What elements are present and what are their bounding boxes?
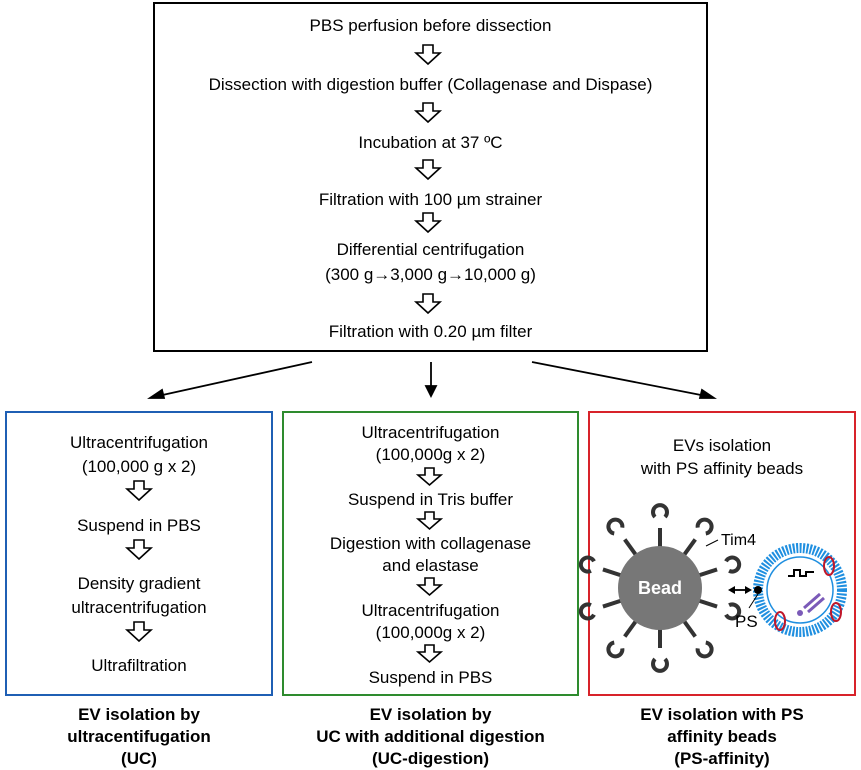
cargo-rna-icon <box>788 569 814 577</box>
down-arrow-icon <box>415 467 444 487</box>
branch-arrow-right <box>531 361 707 397</box>
arrowhead-right-icon <box>698 388 717 399</box>
arrowhead-center-icon <box>424 385 438 399</box>
caption-uc-line3: (UC) <box>121 749 157 768</box>
top-flow-box: PBS perfusion before dissection Dissecti… <box>153 2 708 352</box>
step-dissection: Dissection with digestion buffer (Collag… <box>208 75 653 94</box>
ucd-step-speed-2: (100,000g x 2) <box>375 623 486 642</box>
down-arrow-icon <box>413 102 443 124</box>
step-centrifugation-speeds: (300 g→3,000 g→10,000 g) <box>325 265 536 284</box>
arrowhead-icon <box>728 586 735 594</box>
down-arrow-icon <box>124 539 154 561</box>
down-arrow-icon <box>124 480 154 502</box>
caption-ucd-line3: (UC-digestion) <box>371 749 490 768</box>
ucd-step-ultracentrifugation-2: Ultracentrifugation <box>361 601 500 620</box>
tim4-receptor-icon <box>724 555 742 574</box>
uc-step-suspend-pbs: Suspend in PBS <box>77 516 201 535</box>
cargo-protein-icon <box>803 592 825 614</box>
step-differential-centrifugation: Differential centrifugation <box>336 240 525 259</box>
bead-label: Bead <box>638 578 682 598</box>
ps-affinity-box: EVs isolation with PS affinity beads <box>588 411 856 696</box>
tim4-stalk <box>681 538 697 557</box>
ps-title-line2: with PS affinity beads <box>640 459 804 478</box>
tim4-receptor-icon <box>695 517 714 536</box>
tim4-receptor-icon <box>651 503 669 519</box>
vesicle-icon <box>753 543 847 637</box>
ucd-step-elastase: and elastase <box>382 556 479 575</box>
tim4-stalk <box>623 538 639 557</box>
ucd-step-speed: (100,000g x 2) <box>375 445 486 464</box>
ucd-step-ultracentrifugation: Ultracentrifugation <box>361 423 500 442</box>
down-arrow-icon <box>415 644 444 664</box>
down-arrow-icon <box>415 511 444 531</box>
caption-ucd-line1: EV isolation by <box>369 705 492 724</box>
down-arrow-icon <box>415 577 444 597</box>
membrane-protein-icon <box>774 611 786 631</box>
bead-icon <box>618 546 702 630</box>
caption-ps-line3: (PS-affinity) <box>674 749 770 768</box>
uc-step-density-ultracentrifugation: ultracentrifugation <box>71 598 207 617</box>
down-arrow-icon <box>413 212 443 234</box>
uc-step-density-gradient: Density gradient <box>77 574 201 593</box>
tim4-spokes <box>578 503 742 673</box>
uc-step-ultracentrifugation: Ultracentrifugation <box>70 433 208 452</box>
uc-digestion-box: Ultracentrifugation (100,000g x 2) Suspe… <box>282 411 579 696</box>
tim4-receptor-icon <box>606 517 625 536</box>
step-pbs-perfusion: PBS perfusion before dissection <box>309 16 552 35</box>
membrane-protein-icon <box>830 602 842 622</box>
step-incubation: Incubation at 37 ºC <box>358 133 503 152</box>
caption-ps-line2: affinity beads <box>667 727 777 746</box>
down-arrow-icon <box>413 44 443 66</box>
caption-uc-line2: ultracentifugation <box>67 727 211 746</box>
down-arrow-icon <box>413 293 443 315</box>
tim4-stalk <box>623 619 639 638</box>
caption-uc-line1: EV isolation by <box>78 705 200 724</box>
tim4-stalk <box>697 598 718 609</box>
tim4-receptor-icon <box>724 602 742 621</box>
ps-pointer <box>748 593 759 609</box>
ps-label: PS <box>735 612 758 631</box>
ps-dot-icon <box>754 586 762 594</box>
caption-ucd-line2: UC with additional digestion <box>316 727 545 746</box>
uc-step-ultrafiltration: Ultrafiltration <box>91 656 187 675</box>
membrane-protein-icon <box>823 556 835 576</box>
caption-ps-line1: EV isolation with PS <box>640 705 804 724</box>
down-arrow-icon <box>413 159 443 181</box>
tim4-receptor-icon <box>695 640 714 659</box>
tim4-stalk <box>602 598 623 609</box>
branch-arrow-left <box>157 361 313 397</box>
step-filtration-strainer: Filtration with 100 µm strainer <box>318 190 543 209</box>
ucd-step-suspend-pbs: Suspend in PBS <box>368 668 493 687</box>
down-arrow-icon <box>124 621 154 643</box>
tim4-receptor-icon <box>606 640 625 659</box>
ps-title-line1: EVs isolation <box>672 436 772 455</box>
caption-uc: EV isolation by ultracentifugation (UC) <box>5 704 273 770</box>
uc-box: Ultracentrifugation (100,000 g x 2) Susp… <box>5 411 273 696</box>
caption-uc-digestion: EV isolation by UC with additional diges… <box>272 704 589 770</box>
tim4-receptor-icon <box>578 602 596 621</box>
step-filtration-filter: Filtration with 0.20 µm filter <box>328 322 533 341</box>
tim4-receptor-icon <box>651 657 669 673</box>
tim4-stalk <box>697 567 718 578</box>
arrowhead-icon <box>745 586 752 594</box>
ucd-step-digestion: Digestion with collagenase <box>329 534 532 553</box>
tim4-label: Tim4 <box>721 532 756 549</box>
uc-step-speed: (100,000 g x 2) <box>81 457 197 476</box>
caption-ps-affinity: EV isolation with PS affinity beads (PS-… <box>588 704 856 770</box>
tim4-stalk <box>602 567 623 578</box>
tim4-pointer <box>705 539 719 547</box>
tim4-receptor-icon <box>578 555 596 574</box>
arrowhead-left-icon <box>147 388 166 399</box>
ucd-step-suspend-tris: Suspend in Tris buffer <box>347 490 514 509</box>
tim4-stalk <box>681 619 697 638</box>
